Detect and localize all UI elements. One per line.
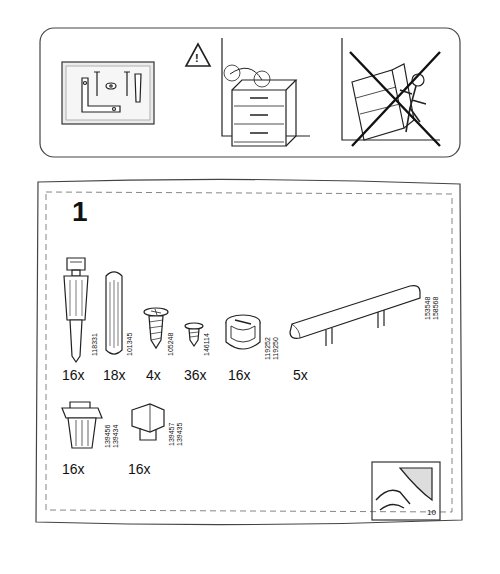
quantity: 16x	[62, 368, 85, 382]
part-number: 101345	[126, 333, 133, 356]
wood-dowel	[106, 272, 122, 354]
step-number: 1	[72, 198, 88, 226]
dresser-tipping-crossed	[342, 38, 440, 146]
screw-large	[144, 308, 168, 348]
part-number: 119252	[264, 337, 271, 360]
part-number: 158568	[432, 297, 439, 320]
part-number: 105248	[167, 333, 174, 356]
quantity: 16x	[62, 462, 85, 476]
quantity: 5x	[293, 368, 308, 382]
page-number: 10	[427, 509, 436, 517]
part-number: 118331	[91, 333, 98, 356]
drawer-handle	[290, 286, 420, 346]
part-number: 139434	[112, 425, 119, 448]
page-box: 10	[372, 462, 440, 520]
cam-lock	[226, 315, 260, 349]
page-turn-box	[372, 462, 440, 520]
step-panel: 1 10	[35, 180, 462, 525]
quantity: 4x	[146, 368, 161, 382]
quantity: 18x	[103, 368, 126, 382]
quantity: 36x	[184, 368, 207, 382]
screw-small	[185, 323, 203, 346]
warning-mark: !	[195, 53, 199, 64]
part-number: 139457	[168, 423, 175, 446]
edge-plug	[62, 402, 102, 448]
cam-bolt	[64, 258, 88, 362]
wall-anchor-kit	[62, 62, 154, 124]
quantity: 16x	[128, 462, 151, 476]
part-number: 146114	[203, 333, 210, 356]
part-number: 119250	[272, 337, 279, 360]
part-number: 139435	[176, 423, 183, 446]
part-number: 139456	[104, 425, 111, 448]
part-number: 153548	[424, 297, 431, 320]
warning-triangle	[186, 44, 210, 66]
shelf-support	[132, 404, 164, 440]
quantity: 16x	[228, 368, 251, 382]
dresser-wall-fixed	[222, 38, 310, 146]
